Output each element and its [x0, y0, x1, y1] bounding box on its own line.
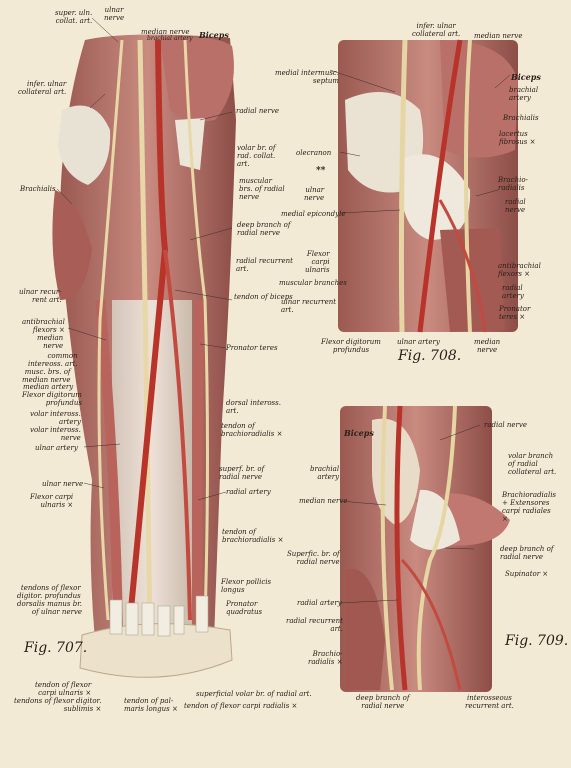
- label-volar-inteross-artery: volar inteross. artery: [30, 410, 81, 426]
- label-flexor-carpi-ulnaris-708: Flexor carpi ulnaris: [305, 250, 330, 274]
- label-brachial-artery-708: brachial artery: [509, 86, 539, 102]
- label-median-nerve-708b: median nerve: [474, 338, 501, 354]
- label-median-nerve-707b: median nerve: [37, 334, 64, 350]
- label-radial-nerve-707: radial nerve: [236, 107, 279, 115]
- label-dorsal-inteross-art: dorsal inteross. art.: [226, 399, 281, 415]
- label-median-nerve-708: median nerve: [474, 32, 523, 40]
- label-brachioradialis-709b: Brachio- radialis ×: [308, 650, 343, 666]
- label-brachialis-707: Brachialis: [20, 185, 56, 193]
- label-deep-branch-radial-709b: deep branch of radial nerve: [356, 694, 410, 710]
- label-tendon-flexor-carpi-ulnaris: tendon of flexor carpi ulnaris ×: [35, 681, 92, 697]
- label-supinator: Supinator ×: [505, 570, 549, 578]
- fig709-drawing: [340, 405, 510, 692]
- label-radial-recurrent-709: radial recurrent art.: [286, 617, 343, 633]
- label-brachioradialis-708: Brachio- radialis: [498, 176, 528, 192]
- label-flexor-pollicis-longus: Flexor pollicis longus: [221, 578, 272, 594]
- label-common-inteross-art: common intereoss. art.: [28, 352, 78, 368]
- label-median-artery: median artery: [23, 383, 74, 391]
- label-interosseous-recurrent-art: interosseous recurrent art.: [465, 694, 514, 710]
- fig707-drawing: [52, 34, 237, 678]
- label-brachialis-708: Brachialis: [503, 114, 539, 122]
- label-tendon-palmaris-longus: tendon of pal- maris longus ×: [124, 697, 178, 713]
- label-lacertus-fibrosus: lacertus fibrosus ×: [499, 130, 536, 146]
- label-biceps-708: Biceps: [511, 72, 541, 82]
- label-pronator-teres-707: Pronator teres: [226, 344, 278, 352]
- label-radial-recurrent-707: radial recurrent art.: [236, 257, 293, 273]
- label-antibrachial-flexors-707: antibrachial flexors ×: [22, 318, 65, 334]
- label-tendon-flexor-carpi-radialis: tendon of flexor carpi radialis ×: [184, 702, 298, 710]
- label-pronator-teres-708: Pronator teres ×: [499, 305, 531, 321]
- label-radial-nerve-708: radial nerve: [505, 198, 526, 214]
- label-brachioradialis-709: Brachioradialis: [502, 491, 557, 499]
- label-flexor-digitorum-profundus-708: Flexor digitorum profundus: [321, 338, 381, 354]
- label-radial-nerve-709: radial nerve: [484, 421, 527, 429]
- figure-caption-708: Fig. 708.: [398, 348, 462, 364]
- label-median-nerve-709: median nerve: [299, 497, 348, 505]
- label-infer-ulnar-collat-708: infer. ulnar collateral art.: [412, 22, 461, 38]
- label-ulnar-nerve-top: ulnar nerve: [104, 6, 125, 22]
- label-brachial-artery-709: brachial artery: [310, 465, 340, 481]
- label-volar-br-rad-collat: volar br. of rad. collat. art.: [237, 144, 276, 168]
- label-ulnar-recur-rent-art: ulnar recur- rent art.: [19, 288, 62, 304]
- label-antibrachial-flexors-708: antibrachial flexors ×: [498, 262, 541, 278]
- label-superfic-br-radial-nerve: Superfic. br. of radial nerve: [287, 550, 340, 566]
- label-radial-artery-708: radial artery: [502, 284, 524, 300]
- label-median-nerve-707: median nerve: [141, 28, 190, 36]
- label-biceps-709: Biceps: [344, 428, 374, 438]
- figure-caption-709: Fig. 709.: [505, 633, 569, 649]
- label-infer-ulnar-collat-707: infer. ulnar collateral art.: [18, 80, 67, 96]
- label-deep-branch-radial-707: deep branch of radial nerve: [237, 221, 291, 237]
- label-tendons-flexor-digitor-sublimis: tendons of flexor digitor. sublimis ×: [14, 697, 102, 713]
- label-pronator-quadratus: Pronator quadratus: [226, 600, 263, 616]
- label-dorsalis-manus-br: dorsalis manus br. of ulnar nerve: [17, 600, 83, 616]
- label-super-uln-collat-art: super. uln. collat. art.: [55, 9, 93, 25]
- label-muscular-brs-radial: muscular brs. of radial nerve: [239, 177, 285, 201]
- label-volar-branch-radial-collat: volar branch of radial collateral art.: [508, 452, 557, 476]
- label-ulnar-nerve-707b: ulnar nerve: [42, 480, 84, 488]
- label-flexor-digitorum-profundus-707: Flexor digitorum profundus: [22, 391, 82, 407]
- label-superficial-volar-br-radial: superficial volar br. of radial art.: [196, 690, 312, 698]
- fig708-drawing: [338, 39, 518, 333]
- label-musc-brs-median: musc. brs. of median nerve: [22, 368, 71, 384]
- label-biceps-707: Biceps: [199, 30, 229, 40]
- label-ulnar-artery-707: ulnar artery: [35, 444, 78, 452]
- label-superf-br-radial-nerve: superf. br. of radial nerve: [219, 465, 265, 481]
- label-olecranon: olecranon: [296, 149, 332, 157]
- label-tendons-flexor-digitor-profundus: tendons of flexor digitor. profundus: [17, 584, 81, 600]
- label-deep-branch-radial-709a: deep branch of radial nerve: [500, 545, 554, 561]
- label-volar-inteross-nerve: volar inteross. nerve: [30, 426, 81, 442]
- leader-lines: [56, 17, 511, 604]
- label-tendon-of-biceps: tendon of biceps: [234, 293, 293, 301]
- label-brachial-artery-707: brachial artery: [147, 35, 193, 42]
- label-ulnar-artery-708: ulnar artery: [397, 338, 440, 346]
- label-tendon-brachioradialis-b: tendon of brachioradialis ×: [222, 528, 284, 544]
- label-extensores-carpi-radiales: + Extensores carpi radiales ×: [502, 499, 551, 523]
- label-radial-artery-709: radial artery: [297, 599, 342, 607]
- label-tendon-brachioradialis-a: tendon of brachioradialis ×: [221, 422, 283, 438]
- double-asterisk-mark: **: [316, 166, 326, 176]
- label-radial-artery-707: radial artery: [226, 488, 271, 496]
- label-medial-intermusc-septum: medial intermusc. septum: [275, 69, 340, 85]
- label-ulnar-nerve-708: ulnar nerve: [304, 186, 325, 202]
- figure-caption-707: Fig. 707.: [24, 640, 88, 656]
- label-medial-epicondyle: medial epicondyle: [281, 210, 346, 218]
- label-muscular-branches: muscular branches: [279, 279, 347, 287]
- label-ulnar-recurrent-art: ulnar recurrent art.: [281, 298, 337, 314]
- label-flexor-carpi-ulnaris-707: Flexor carpi ulnaris ×: [30, 493, 74, 509]
